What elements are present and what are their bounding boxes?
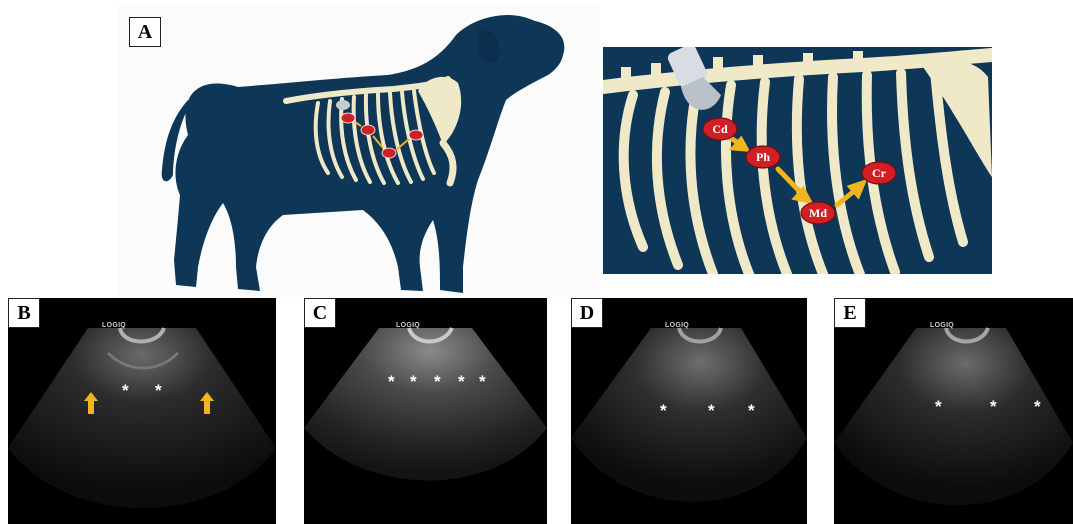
b-line-marker: * bbox=[990, 398, 997, 415]
device-watermark: LOGIQ bbox=[930, 322, 954, 329]
site-label-cr: Cr bbox=[872, 166, 887, 180]
arrow-up-icon bbox=[200, 392, 214, 414]
b-line-marker: * bbox=[434, 373, 441, 390]
b-line-marker: * bbox=[155, 382, 162, 399]
site-label-cd: Cd bbox=[712, 122, 728, 136]
b-line-marker: * bbox=[935, 398, 942, 415]
b-line-marker: * bbox=[1034, 398, 1041, 415]
device-watermark: LOGIQ bbox=[396, 322, 420, 329]
b-line-marker: * bbox=[708, 402, 715, 419]
panel-d-ultrasound: LOGIQ * * * D bbox=[571, 298, 807, 524]
ultrasound-fan-d bbox=[571, 298, 807, 524]
panel-e-label: E bbox=[834, 298, 866, 328]
b-line-marker: * bbox=[410, 373, 417, 390]
b-line-marker: * bbox=[388, 373, 395, 390]
panel-a-dog-illustration: A bbox=[118, 5, 600, 297]
device-watermark: LOGIQ bbox=[102, 322, 126, 329]
panel-b-label: B bbox=[8, 298, 40, 328]
panel-c-label: C bbox=[304, 298, 336, 328]
site-label-md: Md bbox=[809, 206, 827, 220]
thorax-ribs-illustration: Cd Ph Md Cr bbox=[603, 47, 992, 274]
device-watermark: LOGIQ bbox=[665, 322, 689, 329]
panel-c-ultrasound: LOGIQ * * * * * C bbox=[304, 298, 547, 524]
site-label-ph: Ph bbox=[756, 150, 770, 164]
b-line-marker: * bbox=[458, 373, 465, 390]
panel-d-label: D bbox=[571, 298, 603, 328]
b-line-marker: * bbox=[479, 373, 486, 390]
panel-b-ultrasound: LOGIQ * * B bbox=[8, 298, 276, 524]
arrow-up-icon bbox=[84, 392, 98, 414]
b-line-marker: * bbox=[122, 382, 129, 399]
panel-a-label: A bbox=[129, 17, 161, 47]
ultrasound-fan-c bbox=[304, 298, 547, 524]
dog-silhouette-illustration bbox=[118, 5, 600, 297]
b-line-marker: * bbox=[748, 402, 755, 419]
panel-a-thorax-zoom: Cd Ph Md Cr bbox=[603, 47, 992, 274]
b-line-marker: * bbox=[660, 402, 667, 419]
ultrasound-fan-b bbox=[8, 298, 276, 524]
panel-e-ultrasound: LOGIQ * * * E bbox=[834, 298, 1073, 524]
